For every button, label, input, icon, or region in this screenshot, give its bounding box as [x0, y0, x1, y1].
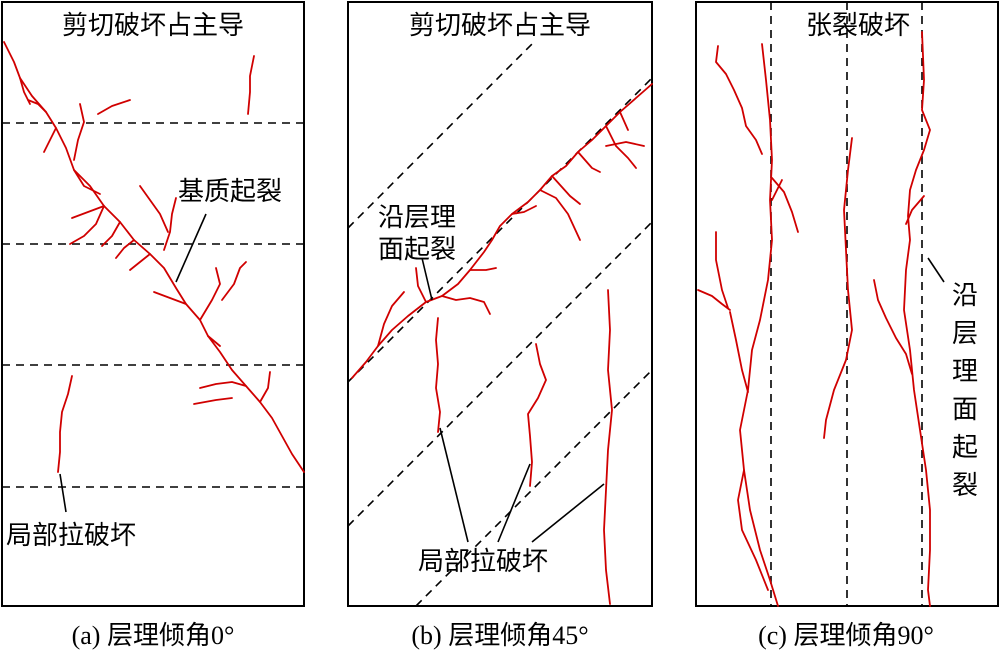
- bedding-line: [347, 77, 653, 383]
- crack-branch: [697, 289, 731, 311]
- crack-branch: [441, 295, 491, 315]
- crack-branch: [551, 175, 581, 205]
- panel-b-caption: (b) 层理倾角45°: [411, 621, 588, 650]
- crack-branch: [199, 381, 247, 389]
- crack-branch: [259, 371, 271, 403]
- label-bedding-vertical-5: 起: [952, 433, 978, 463]
- crack-branch: [511, 205, 537, 215]
- crack-branch: [73, 169, 101, 195]
- crack-branch: [97, 99, 131, 115]
- crack-branch: [415, 267, 427, 303]
- label-local-tension: 局部拉破坏: [6, 521, 136, 551]
- panel-c-caption: (c) 层理倾角90°: [758, 621, 934, 650]
- panel-a-frame: [1, 1, 305, 607]
- leader-line: [439, 427, 469, 543]
- crack-branch: [101, 221, 121, 247]
- label-matrix-crack: 基质起裂: [178, 177, 282, 207]
- crack-branch: [115, 239, 135, 259]
- crack-branch: [163, 197, 177, 251]
- crack-branch: [139, 185, 169, 233]
- main-shear-crack: [3, 41, 305, 473]
- crack-branch: [193, 397, 233, 405]
- main-tension-crack: [739, 43, 779, 607]
- label-bedding-vertical-2: 层: [952, 319, 978, 349]
- panel-b: 剪切破坏占主导 沿层理 面起裂 局部拉破坏 (b) 层理倾角45°: [347, 1, 653, 650]
- crack-branch: [577, 151, 601, 173]
- tension-crack: [527, 343, 547, 487]
- label-bedding-vertical-4: 面: [952, 395, 978, 425]
- label-bedding-vertical-1: 沿: [952, 281, 978, 311]
- crack-branch: [129, 253, 151, 271]
- tension-crack: [603, 289, 613, 605]
- panel-c-title: 张裂破坏: [806, 11, 910, 41]
- crack-branch: [153, 291, 187, 305]
- panel-a-title: 剪切破坏占主导: [62, 11, 244, 41]
- crack-branch: [377, 291, 405, 347]
- crack-branch: [605, 125, 637, 169]
- crack-branch: [873, 279, 913, 375]
- crack-branch: [247, 55, 255, 115]
- tension-crack: [823, 137, 853, 439]
- bedding-line: [347, 221, 653, 527]
- label-local-tension: 局部拉破坏: [418, 547, 548, 577]
- crack-branch: [221, 261, 247, 301]
- crack-branch: [771, 177, 799, 233]
- bedding-line: [347, 39, 537, 229]
- panel-b-title: 剪切破坏占主导: [409, 11, 591, 41]
- panel-a-caption: (a) 层理倾角0°: [72, 621, 235, 650]
- leader-line: [927, 257, 945, 283]
- crack-branch: [737, 469, 769, 591]
- label-bedding-crack-1: 沿层理: [378, 203, 456, 233]
- label-bedding-vertical-3: 理: [952, 357, 978, 387]
- crack-branch: [69, 205, 105, 245]
- tension-crack: [435, 317, 441, 433]
- panel-c: [695, 1, 999, 607]
- label-bedding-crack-2: 面起裂: [378, 235, 456, 265]
- crack-branch: [619, 111, 629, 131]
- crack-branch: [905, 195, 925, 225]
- crack-branch: [729, 311, 749, 393]
- main-tension-crack: [903, 31, 931, 607]
- leader-line: [421, 257, 433, 301]
- crack-branch: [771, 179, 783, 201]
- leader-line: [497, 463, 531, 543]
- crack-branch: [469, 267, 497, 271]
- tension-crack: [57, 375, 73, 473]
- crack-branch: [73, 103, 85, 161]
- label-bedding-vertical-6: 裂: [952, 471, 978, 501]
- crack-branch: [605, 141, 645, 147]
- crack-branch: [539, 189, 581, 241]
- crack-branch: [715, 45, 763, 155]
- main-shear-crack: [351, 83, 653, 379]
- panel-a: 剪切破坏占主导 基质起裂 局部拉破坏 (a) 层理倾角0°: [1, 1, 305, 650]
- crack-branch: [207, 335, 221, 347]
- leader-line: [531, 483, 605, 543]
- crack-branch: [715, 231, 729, 309]
- leader-line: [175, 213, 207, 283]
- crack-branch: [199, 267, 221, 321]
- leader-line: [59, 473, 67, 513]
- crack-branch: [71, 205, 105, 219]
- crack-branch: [27, 99, 47, 113]
- panel-b-frame: [347, 1, 653, 607]
- crack-branch: [43, 127, 57, 153]
